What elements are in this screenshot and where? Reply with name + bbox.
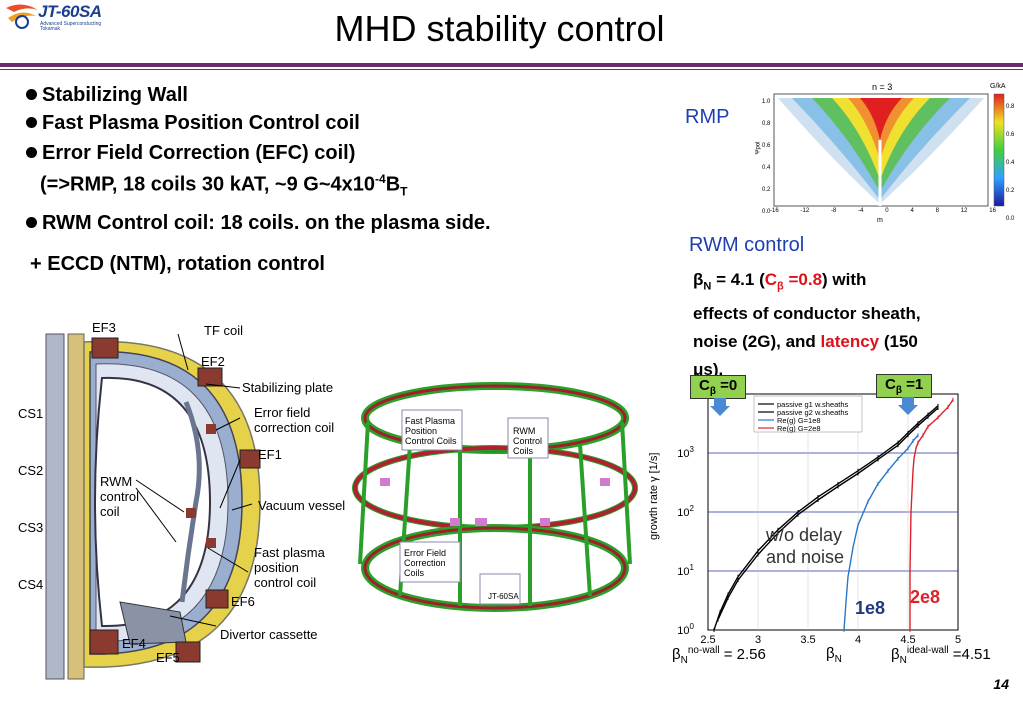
- beta-n-axis-label: βN: [826, 645, 842, 665]
- coil-3d-diagram: [352, 382, 638, 612]
- label-ef4: EF4: [122, 636, 146, 651]
- badge-c-beta-1: Cβ =1: [876, 374, 933, 398]
- label-efc-1: Error field: [254, 405, 311, 420]
- label-ef6: EF6: [231, 594, 255, 609]
- label-cs1: CS1: [18, 406, 44, 421]
- chart-series: [713, 397, 954, 632]
- badge-c-beta-0: Cβ =0: [690, 375, 747, 399]
- chart-y-tick-label: 101: [677, 563, 694, 578]
- arrow-down-icon: [710, 398, 730, 416]
- chart-ylabel: growth rate γ [1/s]: [648, 452, 660, 540]
- label-fpp-3: control coil: [254, 575, 317, 590]
- bullet-rwm-coil: RWM Control coil: 18 coils. on the plasm…: [26, 212, 491, 235]
- label-rwm-3: coil: [100, 504, 120, 519]
- chart-legend-label: passive g2 w.sheaths: [777, 408, 849, 417]
- rmp-xlabel: m: [877, 217, 883, 224]
- chart-annotation-1e8: 1e8: [855, 598, 886, 618]
- label-3d-machine: JT-60SA: [488, 592, 519, 601]
- chart-legend-label: Re(g) G=1e8: [777, 416, 821, 425]
- logo-subtext: Advanced Superconducting Tokamak: [40, 21, 102, 32]
- ef2-coil: [197, 367, 223, 387]
- chart-x-tick-label: 4.5: [900, 634, 915, 646]
- label-cs4: CS4: [18, 577, 44, 592]
- chart-y-tick-label: 103: [677, 445, 694, 460]
- chart-legend-label: Re(g) G=2e8: [777, 424, 821, 433]
- label-divertor: Divertor cassette: [220, 627, 318, 642]
- label-rwm-2: control: [100, 489, 140, 504]
- bullet-eccd: + ECCD (NTM), rotation control: [30, 253, 325, 275]
- chart-annotation-2e8: 2e8: [910, 587, 941, 607]
- chart-x-tick-label: 4: [855, 634, 861, 646]
- ef3-coil: [91, 337, 119, 359]
- bullet-fast-plasma-coil: Fast Plasma Position Control coil: [26, 112, 360, 135]
- title-rule-thick: [0, 63, 1023, 67]
- bullet-efc-coil: Error Field Correction (EFC) coil): [26, 142, 355, 165]
- label-vacuum-vessel: Vacuum vessel: [258, 498, 346, 513]
- stabilizing-plate-shape: [179, 401, 202, 603]
- label-tf-coil: TF coil: [204, 323, 243, 338]
- chart-legend-box: [753, 395, 863, 433]
- label-ef1: EF1: [258, 447, 282, 462]
- chart-series-line: [713, 405, 939, 631]
- chart-x-tick-label: 2.5: [700, 634, 715, 646]
- rmp-label: RMP: [685, 106, 730, 128]
- label-rwm-1: RWM: [100, 474, 133, 489]
- rmp-plot-title: n = 3: [872, 82, 893, 92]
- ef6-coil: [205, 589, 229, 609]
- ef4-coil: [89, 629, 119, 655]
- chart-x-tick-label: 3: [755, 634, 761, 646]
- bullet-stabilizing-wall: Stabilizing Wall: [26, 84, 188, 107]
- rmp-ylabel: Ψpol: [755, 141, 762, 155]
- tokamak-cross-section-diagram: [10, 312, 355, 694]
- rmp-contour-plot: [773, 93, 1005, 207]
- chart-y-tick-label: 102: [677, 504, 694, 519]
- bullet-rmp-detail: (=>RMP, 18 coils 30 kAT, ~9 G~4x10-4BT: [40, 172, 408, 199]
- rmp-colorbar-unit: G/kA: [990, 83, 1006, 90]
- label-ef5: EF5: [156, 650, 180, 665]
- ef1-coil: [239, 449, 261, 469]
- label-stabilizing-plate: Stabilizing plate: [242, 380, 334, 395]
- beta-ideal-wall-label: βNideal-wall =4.51: [891, 645, 991, 666]
- title-rule-thin: [0, 69, 1023, 70]
- chart-x-tick-label: 3.5: [800, 634, 815, 646]
- rwm-control-label: RWM control: [689, 234, 805, 256]
- ef5-coil: [175, 641, 201, 663]
- logo-text: JT-60SA: [38, 2, 102, 21]
- chart-series-line: [909, 399, 954, 630]
- arrow-down-icon: [898, 397, 918, 415]
- plasma-chamber: [94, 376, 212, 628]
- jt60sa-logo: JT-60SA Advanced Superconducting Tokamak: [4, 2, 102, 34]
- page-number: 14: [993, 676, 1009, 692]
- slide-title: MHD stability control: [334, 8, 665, 49]
- label-fpp-2: position: [254, 560, 299, 575]
- chart-x-tick-label: 5: [955, 634, 961, 646]
- rwm-description: βN = 4.1 (Cβ =0.8) with effects of condu…: [693, 270, 921, 380]
- chart-legend-label: passive g1 w.sheaths: [777, 400, 849, 409]
- logo-mark-icon: [6, 4, 38, 29]
- label-fpp-1: Fast plasma: [254, 545, 325, 560]
- central-solenoid-column: [45, 333, 65, 680]
- label-efc-2: correction coil: [254, 420, 335, 435]
- chart-series-line: [843, 434, 919, 631]
- beta-nowall-label: βNno-wall = 2.56: [672, 645, 766, 666]
- label-cs2: CS2: [18, 463, 44, 478]
- label-ef2: EF2: [201, 354, 225, 369]
- chart-y-tick-label: 100: [677, 622, 694, 637]
- label-ef3: EF3: [92, 320, 116, 335]
- chart-ticks: 2.5 3 3.5 4 4.5 5 100 101 102 103: [677, 445, 961, 646]
- label-cs3: CS3: [18, 520, 44, 535]
